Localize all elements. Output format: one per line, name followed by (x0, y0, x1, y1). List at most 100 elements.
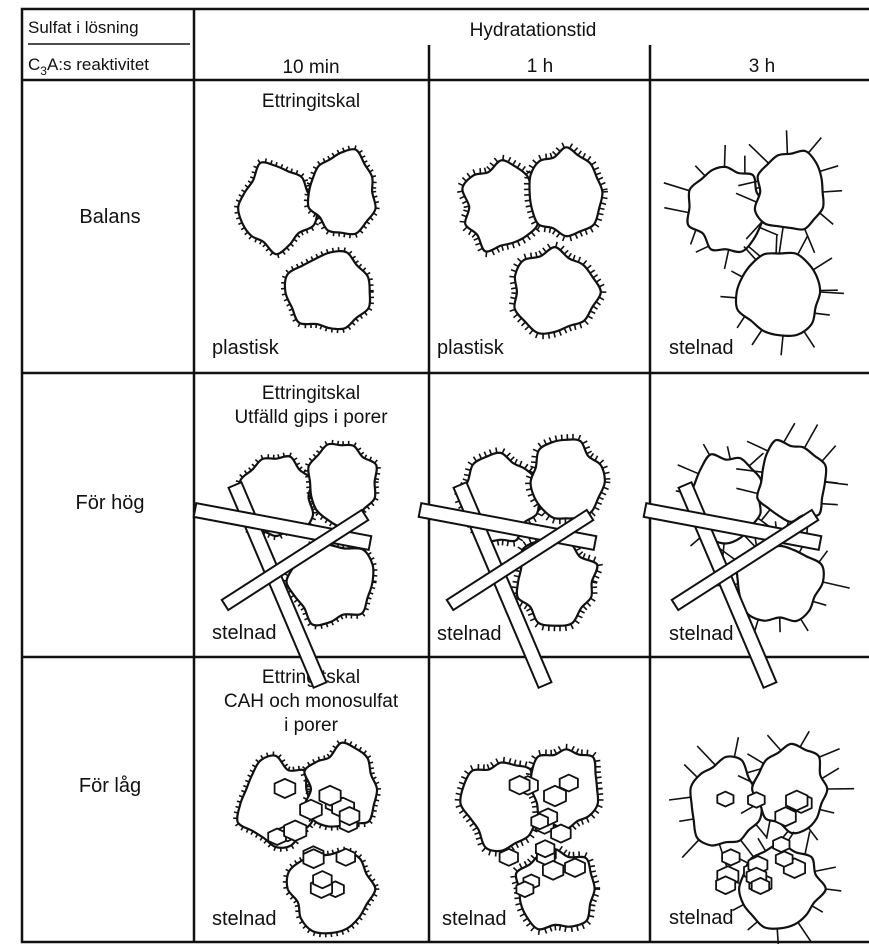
ettringite-needle (377, 795, 381, 796)
ettringite-needle (509, 303, 514, 304)
monosulfate-plate (551, 825, 571, 843)
ettringite-needle (376, 473, 380, 474)
monosulfate-plate (516, 882, 533, 898)
monosulfate-plate (340, 807, 360, 825)
ettringite-needle (605, 482, 611, 483)
ettringite-needle (589, 916, 594, 917)
ettringite-needle (375, 479, 379, 480)
caption-balans-line1: Ettringitskal (262, 91, 360, 112)
monosulfate-plate (786, 791, 808, 811)
ettringite-needle (372, 176, 376, 177)
ettringite-needle (305, 194, 309, 195)
state-for-hog-1h: stelnad (437, 623, 502, 645)
ettringite-needle (305, 476, 309, 477)
ettringite-needle (338, 441, 339, 445)
ettringite-needle (283, 876, 287, 877)
ettringite-needle (520, 761, 521, 767)
ettringite-needle (371, 773, 375, 774)
ettringite-needle (343, 329, 344, 333)
caption-for-lag-line3: i porer (284, 715, 339, 736)
column-header-3h: 3 h (749, 56, 775, 77)
ettringite-needle (602, 189, 607, 190)
row-label-for-hog: För hög (76, 492, 145, 514)
ettringite-needle (555, 925, 556, 931)
ettringite-needle (328, 851, 329, 855)
ettringite-needle (532, 806, 538, 807)
monosulfate-plate (748, 792, 765, 807)
ettringite-needle (513, 582, 519, 583)
ettringite-needle (565, 927, 566, 932)
ettringite-needle (498, 540, 499, 545)
ettringite-needle (514, 541, 515, 547)
ettringite-needle (597, 565, 603, 566)
ettringite-needle (308, 498, 312, 499)
ettringite-needle (562, 435, 563, 441)
ettringite-needle (283, 453, 284, 457)
ettringite-needle (282, 294, 286, 295)
ettringite-needle (235, 212, 239, 213)
monosulfate-plate (319, 786, 340, 806)
ettringite-needle (525, 200, 531, 201)
ettringite-needle (589, 910, 594, 911)
state-balans-1h: plastisk (437, 337, 505, 359)
ettringite-needle (524, 178, 529, 179)
ettringite-needle (306, 185, 310, 186)
ettringite-needle (371, 587, 375, 588)
ettringite-needle (325, 826, 326, 830)
ettringite-needle (526, 774, 531, 775)
state-for-hog-3h: stelnad (669, 623, 734, 645)
ettringite-needle (591, 871, 596, 872)
ettringite-needle (464, 475, 469, 476)
ettringite-needle (274, 536, 275, 540)
ettringite-needle (457, 191, 462, 192)
ettringite-needle (511, 288, 516, 289)
column-header-1h: 1 h (527, 56, 553, 77)
ettringite-needle (304, 206, 308, 207)
ettringite-needle (496, 448, 497, 453)
ettringite-needle (316, 324, 317, 328)
ettringite-needle (278, 454, 279, 458)
ettringite-needle (550, 227, 551, 232)
ettringite-needle (545, 227, 546, 232)
caption-for-hog-line2: Utfälld gips i porer (234, 407, 388, 428)
ettringite-needle (595, 760, 601, 761)
ettringite-needle (373, 564, 377, 565)
monosulfate-plate (773, 837, 789, 852)
ettringite-needle (507, 244, 508, 249)
ettringite-needle (376, 208, 380, 209)
ettringite-needle (571, 927, 572, 932)
ettringite-needle (337, 826, 338, 830)
ettringite-needle (348, 146, 349, 150)
ettringite-needle (295, 906, 299, 907)
ettringite-needle (318, 757, 319, 761)
state-balans-3h: stelnad (669, 337, 734, 359)
monosulfate-plate (284, 821, 306, 842)
ettringite-needle (546, 154, 547, 160)
ettringite-needle (822, 504, 838, 505)
ettringite-needle (372, 816, 376, 817)
ettringite-needle (510, 282, 515, 283)
monosulfate-plate (722, 849, 740, 865)
ettringite-needle (503, 155, 504, 160)
monosulfate-plate (531, 814, 548, 829)
ettringite-needle (283, 887, 287, 888)
ettringite-needle (344, 248, 345, 252)
ettringite-needle (375, 800, 379, 801)
ettringite-needle (526, 206, 531, 207)
monosulfate-plate (303, 849, 323, 868)
state-for-lag-10min: stelnad (212, 908, 277, 930)
ettringite-needle (296, 917, 300, 918)
ettringite-needle (502, 540, 503, 546)
monosulfate-plate (716, 876, 735, 894)
ettringite-needle (293, 767, 294, 771)
ettringite-needle (372, 192, 376, 193)
monosulfate-plate (500, 849, 518, 866)
state-balans-10min: plastisk (212, 337, 280, 359)
state-for-lag-1h: stelnad (442, 908, 507, 930)
ettringite-needle (373, 811, 377, 812)
ettringite-needle (375, 202, 379, 203)
ettringite-needle (278, 254, 279, 258)
ettringite-needle (460, 222, 466, 223)
